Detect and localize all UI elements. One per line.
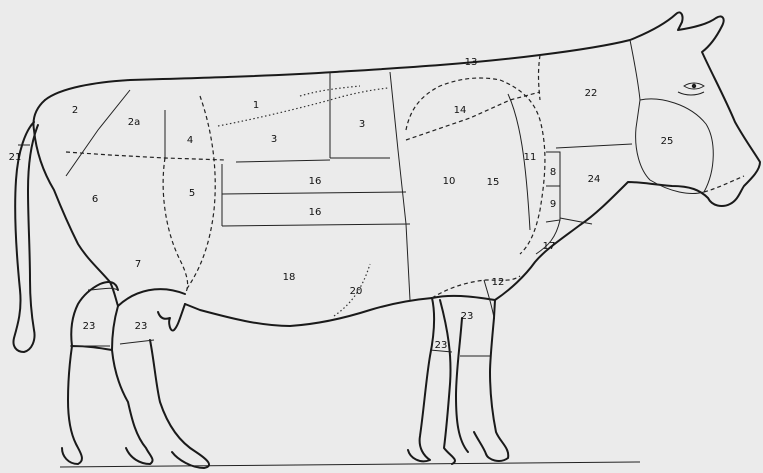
region-label-17: 17 xyxy=(543,241,556,252)
cut-lines xyxy=(18,40,744,356)
region-label-24: 24 xyxy=(588,174,601,185)
region-labels: 1 2 2a 3 3 4 5 6 7 8 9 10 11 12 13 14 15… xyxy=(9,57,674,351)
region-label-2a: 2a xyxy=(128,117,141,128)
region-label-6: 6 xyxy=(92,194,98,205)
region-label-15: 15 xyxy=(487,177,500,188)
region-label-14: 14 xyxy=(454,105,467,116)
region-label-18: 18 xyxy=(283,272,296,283)
region-label-21: 21 xyxy=(9,152,22,163)
cow-outline xyxy=(13,12,760,468)
region-label-23-hind-far: 23 xyxy=(135,321,148,332)
region-label-11: 11 xyxy=(524,152,537,163)
region-label-20: 20 xyxy=(350,286,363,297)
region-label-23-fore-near: 23 xyxy=(461,311,474,322)
region-label-8: 8 xyxy=(550,167,556,178)
region-label-10: 10 xyxy=(443,176,456,187)
region-label-16b: 16 xyxy=(309,207,322,218)
region-label-16a: 16 xyxy=(309,176,322,187)
region-label-7: 7 xyxy=(135,259,141,270)
region-label-3b: 3 xyxy=(359,119,365,130)
region-label-2: 2 xyxy=(72,105,78,116)
region-label-25: 25 xyxy=(661,136,674,147)
region-label-23-hind-near: 23 xyxy=(83,321,96,332)
region-label-22: 22 xyxy=(585,88,598,99)
region-label-12: 12 xyxy=(492,277,505,288)
region-label-13: 13 xyxy=(465,57,478,68)
region-label-5: 5 xyxy=(189,188,195,199)
region-label-9: 9 xyxy=(550,199,556,210)
region-label-3a: 3 xyxy=(271,134,277,145)
region-label-1: 1 xyxy=(253,100,259,111)
eye-pupil xyxy=(692,84,696,88)
region-label-4: 4 xyxy=(187,135,193,146)
region-label-23-fore-far: 23 xyxy=(435,340,448,351)
